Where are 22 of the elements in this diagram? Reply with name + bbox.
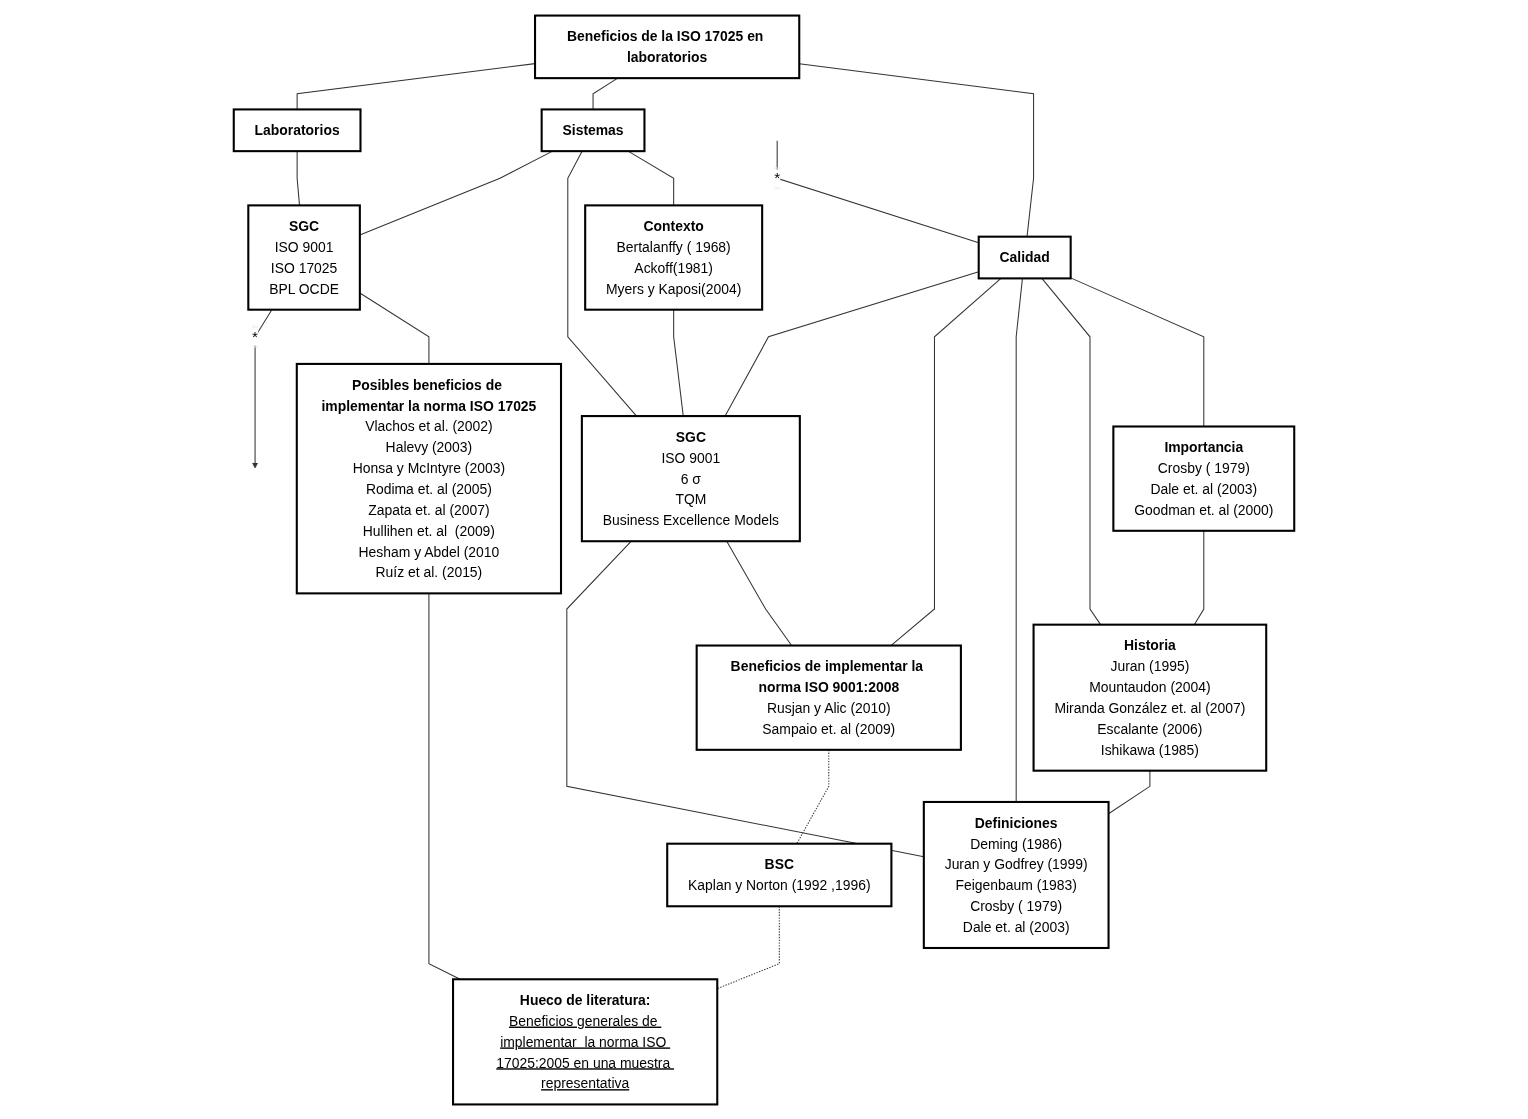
connector	[1070, 276, 1205, 427]
node-box: BSC Kaplan y Norton (1992 ,1996)	[666, 842, 893, 907]
connector	[359, 291, 430, 364]
node-box: Posibles beneficios de implementar la norma ISO 17025 Vlachos et al. (2002) Halevy (2003) Honsa y McIntyre (2003) Rodima et. al (2005) Zapata et. al (2007) Hullihen et. al (2009) Hesham y Abdel (2010 Ruíz et al. (2015)	[295, 362, 563, 594]
edge-label: *	[252, 327, 259, 345]
node-box: Definiciones Deming (1986) Juran y Godfrey (1999) Feigenbaum (1983) Crosby ( 1979) Dale et. al (2003)	[922, 800, 1110, 949]
connector	[1041, 277, 1102, 625]
connector	[1015, 277, 1023, 802]
node-box: Calidad	[977, 235, 1072, 279]
connector	[890, 277, 1002, 646]
node-box: Hueco de literatura: Beneficios generales de implementar la norma ISO 17025:2005 en una muestra representativa	[452, 977, 719, 1105]
node-box: Beneficios de implementar la norma ISO 9001:2008 Rusjan y Alic (2010) Sampaio et. al (2009)	[695, 643, 962, 751]
node-box: SGC ISO 9001 ISO 17025 BPL OCDE	[247, 203, 361, 311]
node-box: Importancia Crosby ( 1979) Dale et. al (2003) Goodman et. al (2000)	[1112, 424, 1296, 532]
node-box: SGC ISO 9001 6 σ TQM Business Excellence Models	[580, 414, 801, 542]
node-box: Contexto Bertalanffy ( 1968) Ackoff(1981) Myers y Kaposi(2004)	[584, 203, 764, 311]
connector	[726, 540, 793, 646]
edge-label: *	[774, 169, 781, 187]
node-box: Beneficios de la ISO 17025 en laboratorios	[534, 14, 801, 79]
node-box: Laboratorios	[232, 107, 362, 152]
node-box: Sistemas	[540, 107, 646, 152]
node-box: Historia Juran (1995) Mountaudon (2004) Miranda González et. al (2007) Escalante (2006) Ishikawa (1985)	[1032, 623, 1268, 772]
